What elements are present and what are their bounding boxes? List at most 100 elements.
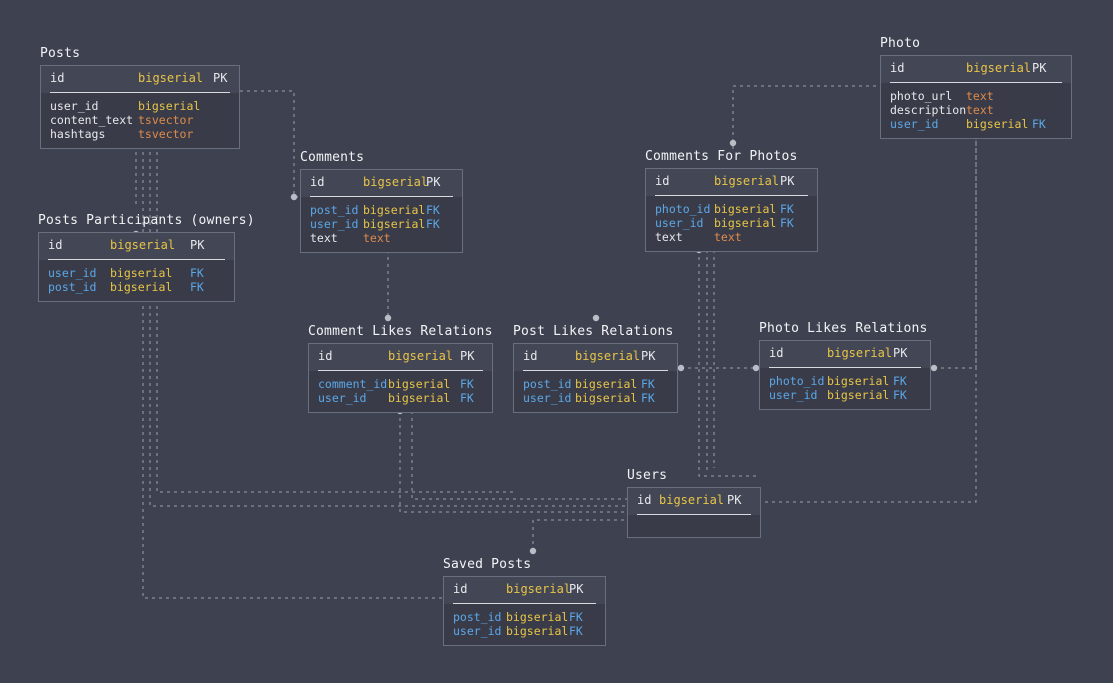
column-type: bigserial [138,99,201,113]
column-name: user_id [655,216,704,230]
column-name: post_id [453,610,502,624]
column-key-badge: FK [426,217,440,231]
column-key-badge: FK [460,377,474,391]
column-name: user_id [318,391,367,405]
column-key-badge: PK [426,175,441,189]
column-key-badge: FK [190,266,204,280]
relationship-edge [240,90,300,198]
entity-empty-body [628,515,760,537]
column-type: bigserial [506,610,569,624]
column-key-badge: FK [893,374,907,388]
pk-divider-line [769,367,921,368]
column-name: photo_id [769,374,825,388]
column-key-badge: FK [569,624,583,638]
relationship-anchor-dot [930,364,938,372]
column-name: id [890,61,905,75]
relationship-edge [732,85,880,149]
column-type: bigserial [575,377,638,391]
column-key-badge: FK [893,388,907,402]
column-name: user_id [890,117,939,131]
pk-divider [760,367,930,368]
column-type: bigserial [966,117,1029,131]
column-key-badge: FK [426,203,440,217]
pk-divider-line [890,82,1062,83]
column-name: post_id [310,203,359,217]
entity-title: Users [627,468,668,483]
entity-title: Comments For Photos [645,149,798,164]
column-key-badge: FK [460,391,474,405]
column-name: user_id [769,388,818,402]
column-type: bigserial [363,203,426,217]
column-name: id [523,349,538,363]
column-key-badge: FK [641,391,655,405]
column-name: photo_url [890,89,953,103]
column-key-badge: FK [1032,117,1046,131]
column-name: post_id [48,280,97,294]
column-type: bigserial [714,174,780,188]
column-type: bigserial [138,71,204,85]
column-key-badge: PK [893,346,908,360]
column-type: tsvector [138,127,194,141]
column-key-badge: PK [780,174,795,188]
column-key-badge: PK [727,493,742,507]
column-type: bigserial [827,388,890,402]
relationship-anchor-dot [384,314,392,322]
relationship-edge [399,411,627,513]
pk-divider-line [655,195,808,196]
column-type: text [363,231,391,245]
column-type: bigserial [110,280,173,294]
pk-divider [881,82,1071,83]
